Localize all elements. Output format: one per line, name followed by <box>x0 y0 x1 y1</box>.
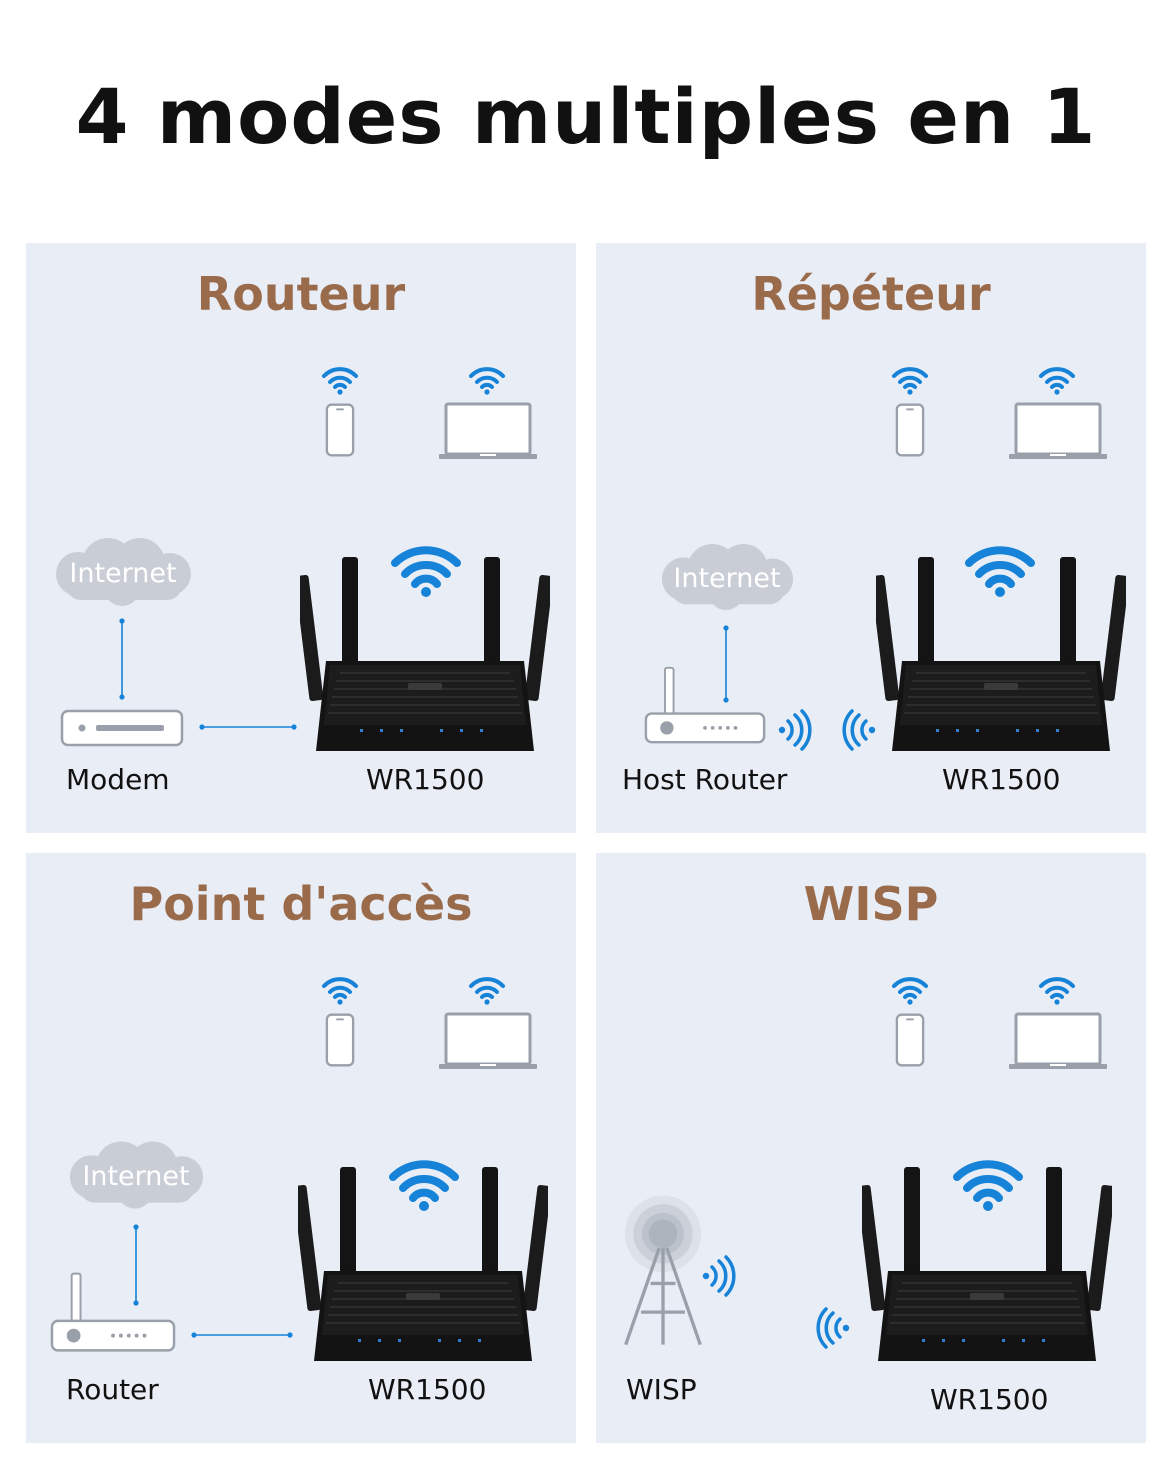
panel-title: Routeur <box>196 267 406 321</box>
host-router-icon <box>50 1271 176 1353</box>
cloud-icon: Internet <box>654 542 800 612</box>
wifi-icon <box>1037 365 1077 395</box>
cloud-icon: Internet <box>48 536 198 608</box>
connection-line <box>133 1224 139 1306</box>
source-label: Router <box>66 1373 159 1406</box>
laptop-icon <box>1008 401 1108 461</box>
device-label: WR1500 <box>930 1383 1049 1416</box>
internet-label: Internet <box>82 1161 189 1192</box>
connection-line <box>199 724 297 730</box>
internet-label: Internet <box>69 558 176 589</box>
smartphone-icon <box>895 1011 925 1069</box>
wifi-icon <box>890 975 930 1005</box>
router-icon <box>298 1165 548 1365</box>
panel-title: Répéteur <box>751 267 991 321</box>
signal-waves-icon <box>842 709 876 751</box>
connection-line <box>723 625 729 703</box>
wifi-icon <box>467 365 507 395</box>
device-label: WR1500 <box>942 763 1061 796</box>
signal-waves-icon <box>778 709 812 751</box>
host-router-icon <box>644 665 766 745</box>
source-label: Modem <box>66 763 170 796</box>
panel-routeur: Routeur Internet Modem WR1500 <box>26 243 576 833</box>
laptop-icon <box>1008 1011 1108 1071</box>
internet-label: Internet <box>673 563 780 594</box>
tower-icon <box>620 1193 706 1351</box>
wifi-icon <box>1037 975 1077 1005</box>
panel-title: WISP <box>803 877 939 931</box>
smartphone-icon <box>325 401 355 459</box>
modem-icon <box>60 709 184 747</box>
panel-repeteur: Répéteur Internet Host Router WR1500 <box>596 243 1146 833</box>
signal-waves-icon <box>702 1255 736 1297</box>
wifi-icon <box>320 365 360 395</box>
smartphone-icon <box>895 401 925 459</box>
router-icon <box>300 555 550 755</box>
router-icon <box>862 1165 1112 1365</box>
smartphone-icon <box>325 1011 355 1069</box>
page-title: 4 modes multiples en 1 <box>75 72 1097 161</box>
source-label: WISP <box>626 1373 697 1406</box>
panel-point-acces: Point d'accès Internet Router WR1500 <box>26 853 576 1443</box>
laptop-icon <box>438 1011 538 1071</box>
device-label: WR1500 <box>368 1373 487 1406</box>
laptop-icon <box>438 401 538 461</box>
cloud-icon: Internet <box>62 1139 210 1211</box>
source-label: Host Router <box>622 763 788 796</box>
device-label: WR1500 <box>366 763 485 796</box>
connection-line <box>191 1332 293 1338</box>
panel-title: Point d'accès <box>129 877 473 931</box>
panel-wisp: WISP WISP WR1500 <box>596 853 1146 1443</box>
connection-line <box>119 618 125 700</box>
router-icon <box>876 555 1126 755</box>
wifi-icon <box>320 975 360 1005</box>
signal-waves-icon <box>816 1307 850 1349</box>
wifi-icon <box>467 975 507 1005</box>
wifi-icon <box>890 365 930 395</box>
